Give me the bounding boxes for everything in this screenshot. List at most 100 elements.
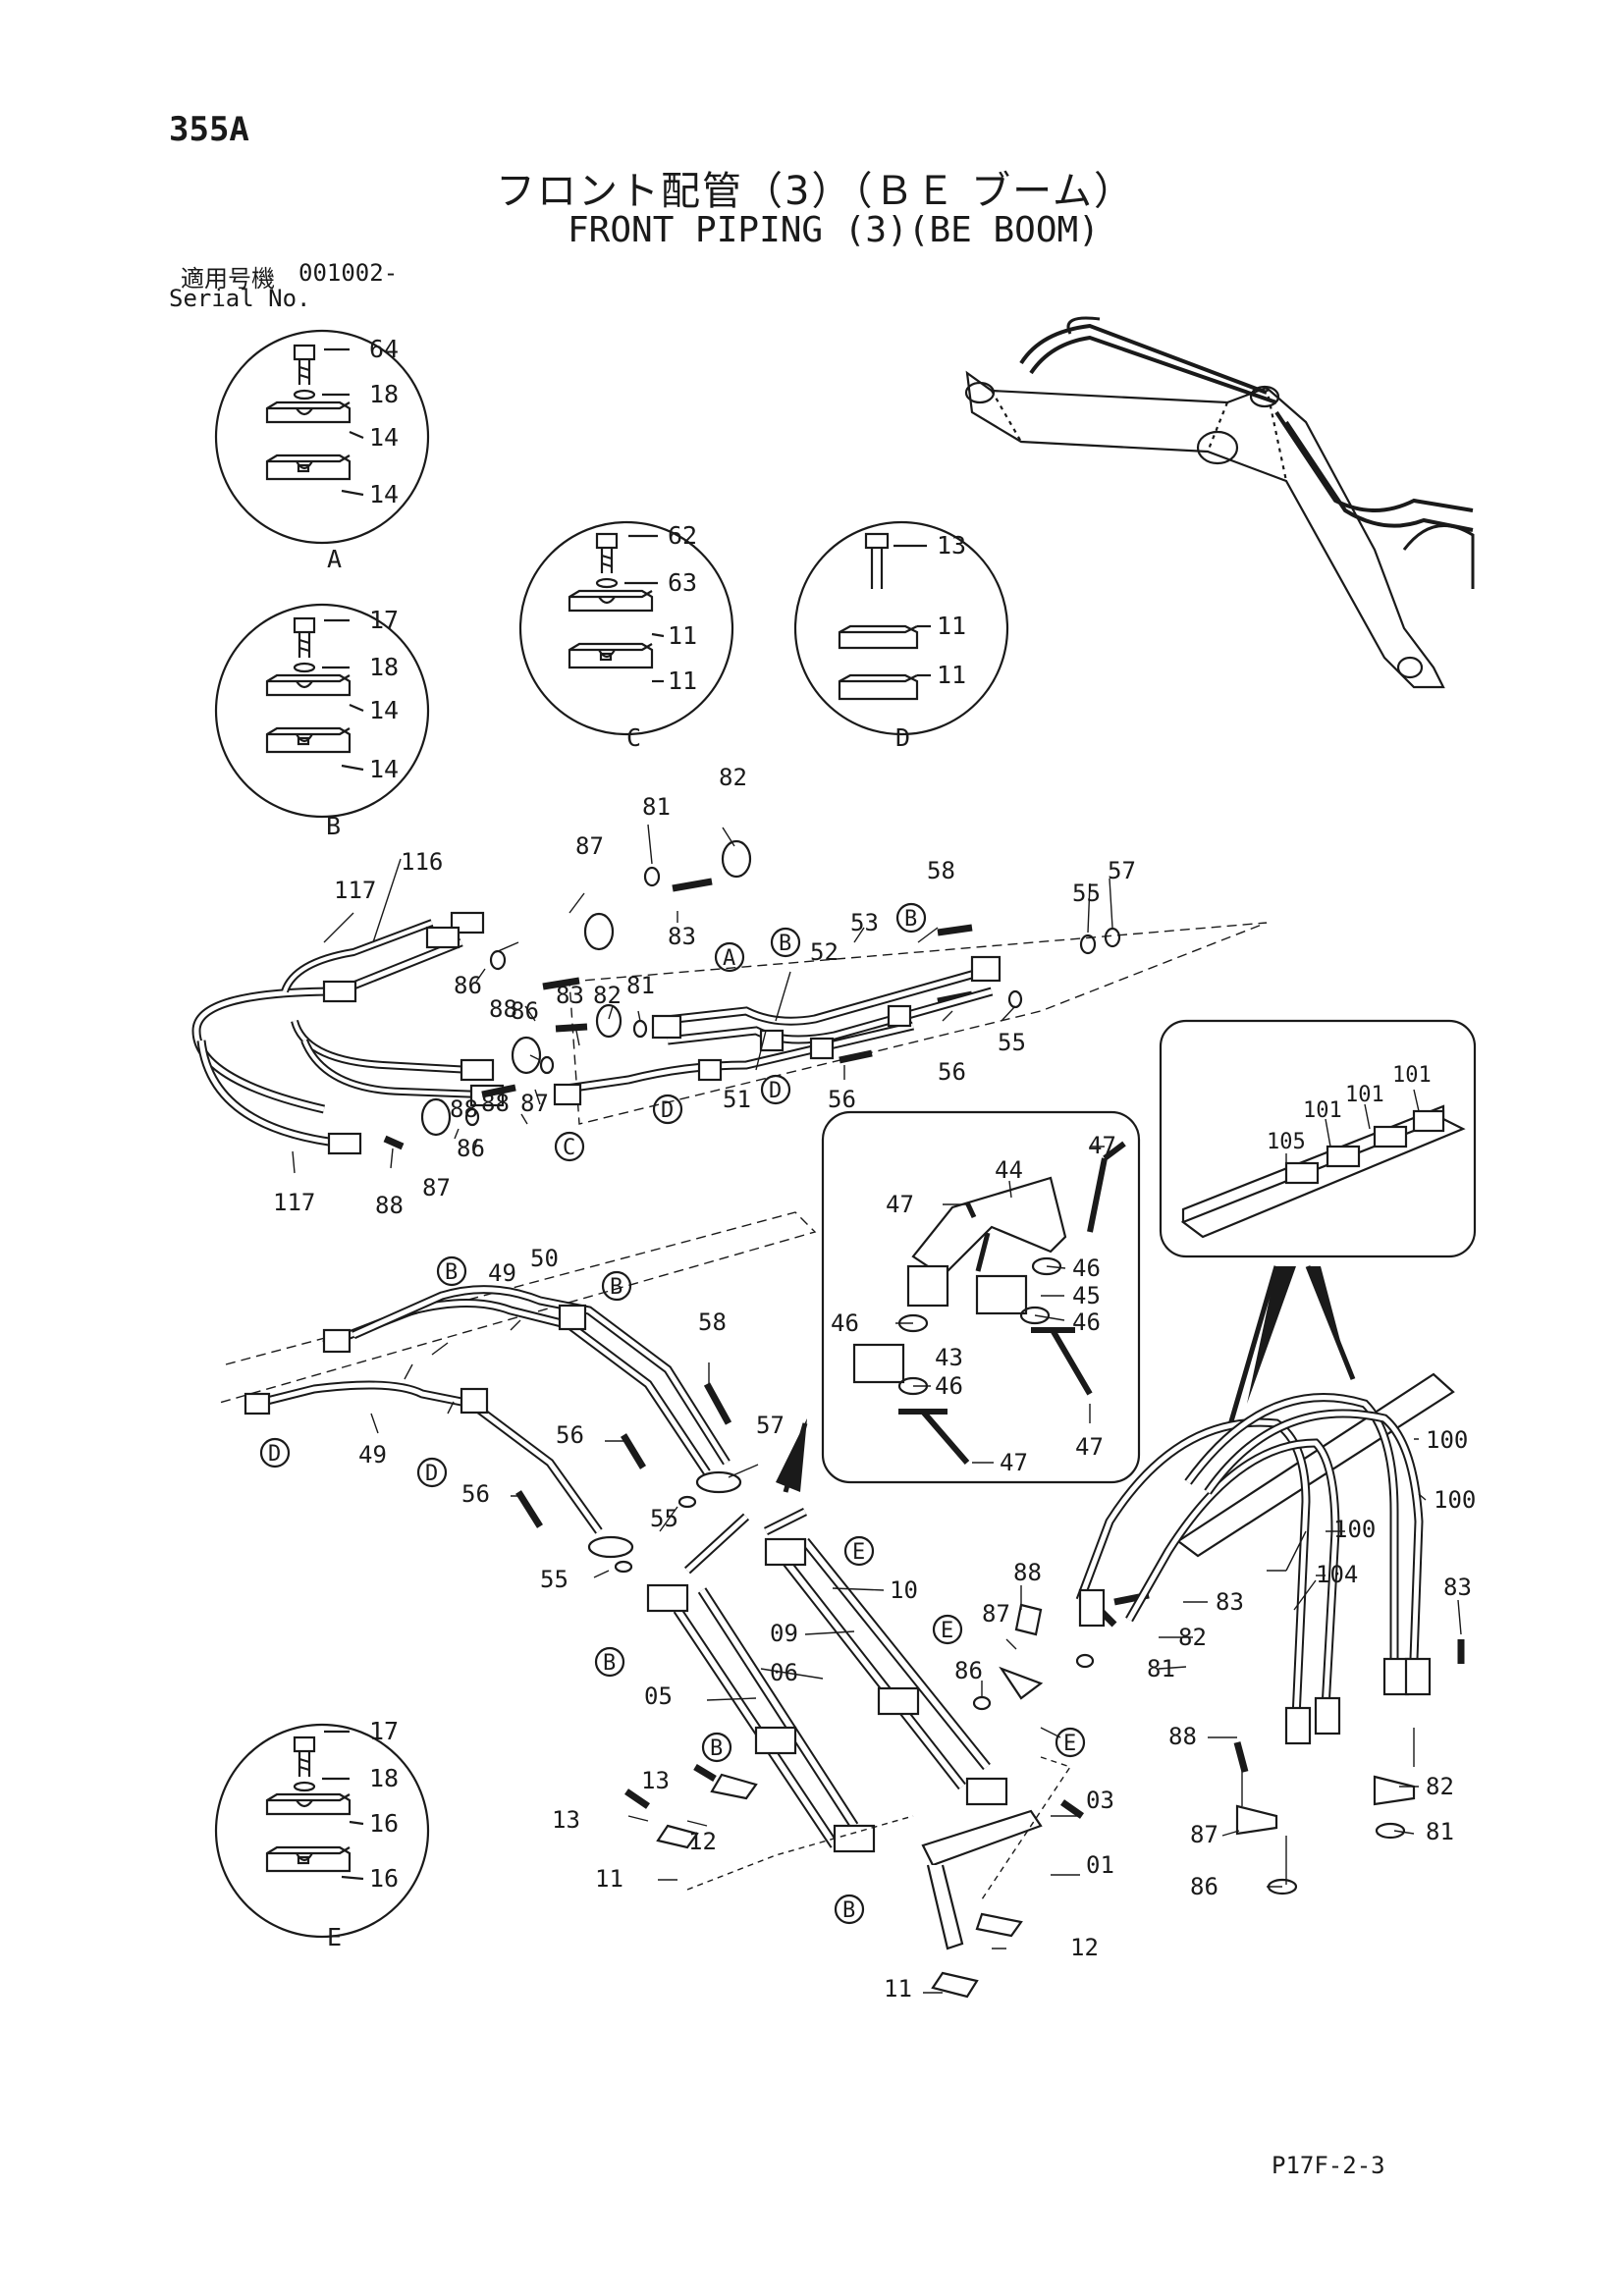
- callout-49: 49: [358, 1441, 387, 1468]
- ref-circle-b: B: [445, 1260, 458, 1285]
- callout-50: 50: [530, 1245, 559, 1272]
- ref-circle-e: E: [852, 1540, 865, 1565]
- callout-64: 64: [369, 335, 399, 363]
- page-title-japanese: フロント配管（3）（ＢＥ ブーム）: [496, 169, 1135, 214]
- callout-62: 62: [668, 521, 697, 550]
- callout-82: 82: [1178, 1624, 1207, 1651]
- callout-82: 82: [1426, 1773, 1454, 1800]
- callout-56: 56: [461, 1480, 490, 1508]
- callout-86: 86: [454, 972, 482, 999]
- view-label-c: C: [626, 723, 641, 752]
- callout-05: 05: [644, 1682, 673, 1710]
- callout-46: 46: [935, 1372, 963, 1400]
- callout-82: 82: [593, 982, 622, 1009]
- callout-14-lower: 14: [369, 480, 399, 508]
- callout-55: 55: [1072, 880, 1101, 907]
- callout-11: 11: [595, 1865, 623, 1893]
- callout-83: 83: [1216, 1588, 1244, 1616]
- view-label-a: A: [327, 545, 342, 573]
- callout-56: 56: [556, 1421, 584, 1449]
- callout-43: 43: [935, 1344, 963, 1371]
- detail-view-e: 17 18 16 16 E: [214, 1717, 430, 1951]
- ref-circle-d: D: [661, 1098, 674, 1123]
- callout-57: 57: [1108, 857, 1136, 884]
- callout-86: 86: [1190, 1873, 1218, 1900]
- ref-circle-c: C: [563, 1136, 575, 1160]
- callout-88: 88: [375, 1192, 404, 1219]
- right-hose-assembly: 100 100 100 104 83 88 82 87 81 86: [1075, 1372, 1476, 1900]
- callout-81: 81: [1426, 1818, 1454, 1845]
- callout-47: 47: [886, 1191, 914, 1218]
- callout-14-upper: 14: [369, 423, 399, 452]
- ref-circle-b: B: [603, 1651, 616, 1676]
- callout-88: 88: [1013, 1559, 1042, 1586]
- callout-47: 47: [1000, 1449, 1028, 1476]
- callout-88: 88: [1168, 1723, 1197, 1750]
- callout-81: 81: [1147, 1655, 1175, 1682]
- serial-label-english: Serial No.: [169, 285, 311, 312]
- ref-circle-e: E: [941, 1619, 953, 1643]
- callout-17: 17: [369, 1717, 399, 1745]
- callout-100: 100: [1434, 1486, 1476, 1514]
- callout-105: 105: [1267, 1130, 1306, 1154]
- callout-46: 46: [1072, 1255, 1101, 1282]
- callout-47: 47: [1088, 1132, 1116, 1159]
- callout-117: 117: [334, 877, 376, 904]
- callout-10: 10: [890, 1576, 918, 1604]
- callout-53: 53: [850, 909, 879, 936]
- callout-87: 87: [575, 832, 604, 860]
- callout-87: 87: [520, 1090, 549, 1117]
- callout-12: 12: [688, 1828, 717, 1855]
- view-label-b: B: [326, 812, 341, 840]
- detail-view-a: 64 18 14 14 A: [214, 329, 430, 573]
- inset-clamp-detail: 105 101 101 101: [1159, 1019, 1477, 1429]
- callout-55: 55: [650, 1505, 678, 1532]
- callout-58: 58: [927, 857, 955, 884]
- callout-56: 56: [828, 1086, 856, 1113]
- callout-81: 81: [642, 793, 671, 821]
- ref-circle-b: B: [842, 1898, 855, 1923]
- callout-101: 101: [1303, 1098, 1342, 1123]
- callout-46: 46: [1072, 1308, 1101, 1336]
- callout-100: 100: [1426, 1426, 1468, 1454]
- drawing-code: P17F-2-3: [1272, 2152, 1385, 2179]
- callout-12: 12: [1070, 1934, 1099, 1961]
- callout-57: 57: [756, 1412, 785, 1439]
- callout-55: 55: [998, 1029, 1026, 1056]
- callout-81: 81: [626, 972, 655, 999]
- callout-56: 56: [938, 1058, 966, 1086]
- callout-49: 49: [488, 1259, 516, 1287]
- callout-06: 06: [770, 1659, 798, 1686]
- inset-fitting-detail: 47 44 47 46 45 46 46 43 46 47 47: [821, 1110, 1141, 1484]
- callout-14-lower: 14: [369, 755, 399, 783]
- callout-13: 13: [552, 1806, 580, 1834]
- callout-16-lower: 16: [369, 1864, 399, 1893]
- callout-44: 44: [995, 1156, 1023, 1184]
- detail-view-b: 17 18 14 14 B: [214, 603, 430, 840]
- callout-86: 86: [457, 1135, 485, 1162]
- callout-63: 63: [668, 568, 697, 597]
- callout-104: 104: [1316, 1561, 1358, 1588]
- page-number: 355A: [169, 110, 249, 149]
- callout-16-upper: 16: [369, 1809, 399, 1838]
- callout-46: 46: [831, 1309, 859, 1337]
- callout-100: 100: [1333, 1516, 1376, 1543]
- callout-18: 18: [369, 380, 399, 408]
- callout-13: 13: [641, 1767, 670, 1794]
- lower-piping-assembly: E E E B B B 10 09 06 05 13 13 12 11 03 0…: [552, 1418, 1244, 2002]
- callout-11-lower: 11: [937, 661, 966, 689]
- callout-51: 51: [723, 1086, 751, 1113]
- middle-piping-assembly: B B D D 49 50 49 58 56 56 57 55 55: [215, 1211, 817, 1593]
- upper-piping-assembly: A B B C D D 116 117 117 87 81 82 83 86 8…: [191, 764, 1268, 1219]
- callout-86: 86: [954, 1657, 983, 1684]
- detail-view-d: 13 11 11 D: [793, 520, 1009, 752]
- callout-87: 87: [982, 1600, 1010, 1628]
- callout-58: 58: [698, 1308, 727, 1336]
- callout-01: 01: [1086, 1851, 1114, 1879]
- detail-view-c: 62 63 11 11 C: [518, 520, 734, 752]
- callout-86: 86: [511, 997, 539, 1025]
- ref-circle-b: B: [904, 907, 917, 932]
- ref-circle-b: B: [710, 1736, 723, 1761]
- callout-17: 17: [369, 606, 399, 634]
